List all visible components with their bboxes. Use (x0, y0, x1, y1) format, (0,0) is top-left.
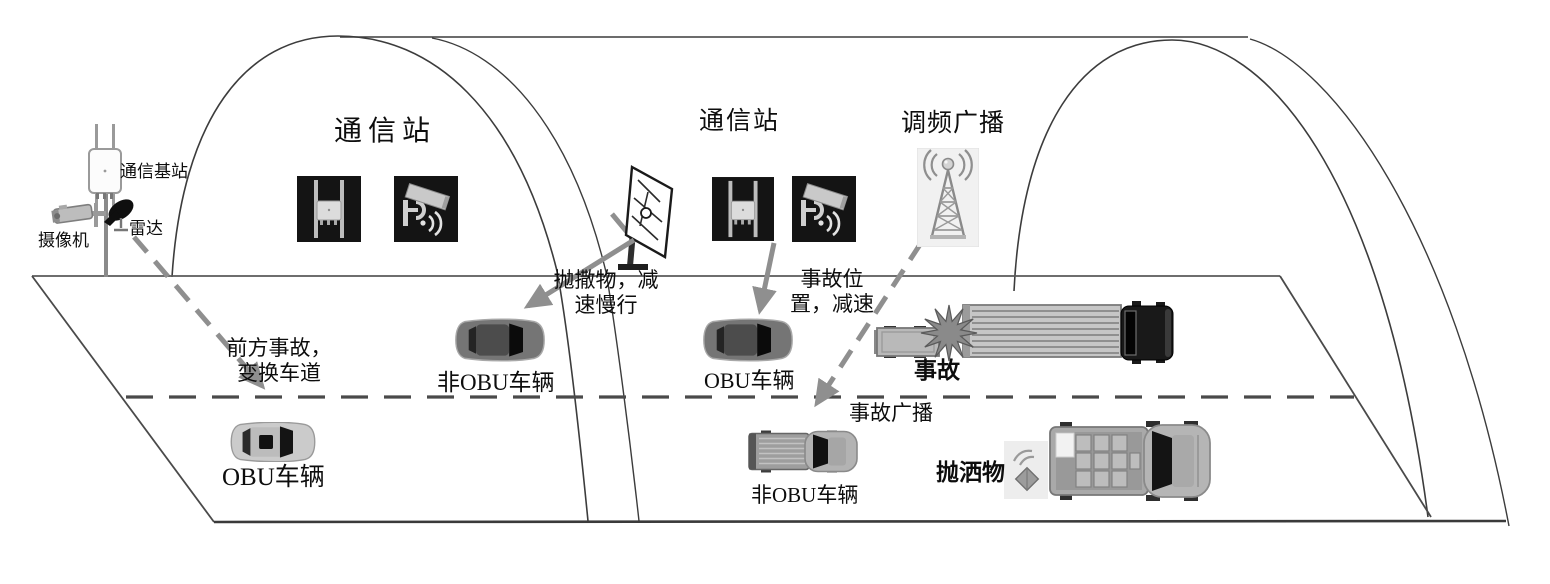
falling-object-icon (1004, 441, 1048, 499)
msg-lane-change: 前方事故， 变换车道 (226, 336, 332, 385)
camera-label: 摄像机 (38, 231, 89, 250)
base-station-label: 通信基站 (120, 162, 188, 181)
roadside-radar-icon (394, 176, 458, 242)
vehicle-pickup-with-boxes (1046, 421, 1214, 501)
road-bottom-edge (213, 519, 1507, 524)
vehicle-non-obu-lower (747, 430, 859, 473)
rsu-icon (297, 176, 361, 242)
msg-debris-slow: 抛撒物，减 速慢行 (553, 268, 659, 317)
camera-icon (50, 199, 108, 233)
comm-station-1-label: 通信站 (334, 116, 437, 147)
road-right-edge (1279, 275, 1432, 518)
msg-accident-position: 事故位 置，减速 (790, 267, 874, 316)
msg-accident-broadcast: 事故广播 (849, 401, 933, 425)
rsu-icon (712, 176, 774, 242)
road-left-edge (31, 275, 215, 523)
tunnel-arch-1-back (431, 37, 640, 522)
vehicle-non-obu-upper (454, 318, 546, 362)
fm-tower-icon (917, 148, 979, 247)
vehicle-obu-lower (227, 422, 319, 462)
arrow-station2-to-obu-upper (752, 242, 777, 315)
accident-label: 事故 (914, 358, 960, 383)
vehicle-obu-upper (702, 318, 794, 362)
arrow-basestation-to-obu-lower (132, 235, 266, 390)
vehicle-label-non-obu-lower: 非OBU车辆 (751, 483, 859, 507)
vehicle-label-obu-upper: OBU车辆 (704, 368, 795, 393)
tunnel-arch-2-back (1249, 38, 1510, 527)
vms-sign-icon (610, 165, 674, 270)
crash-burst-icon (915, 299, 983, 367)
vehicle-label-non-obu-upper: 非OBU车辆 (437, 370, 555, 395)
comm-station-2-label: 通信站 (699, 108, 781, 135)
spilled-object-label: 抛洒物 (936, 460, 1005, 485)
radar-icon (100, 196, 142, 234)
tunnel-arch-1-front (171, 35, 589, 522)
radar-label: 雷达 (129, 219, 163, 238)
arrow-sign-to-nonobu-upper (523, 237, 636, 309)
tunnel-arch-2-front (1013, 39, 1429, 518)
vehicle-label-obu-lower: OBU车辆 (222, 464, 325, 491)
vehicle-trailer-truck (960, 301, 1175, 365)
roadside-radar-icon (792, 176, 856, 242)
fm-broadcast-label: 调频广播 (901, 110, 1006, 137)
